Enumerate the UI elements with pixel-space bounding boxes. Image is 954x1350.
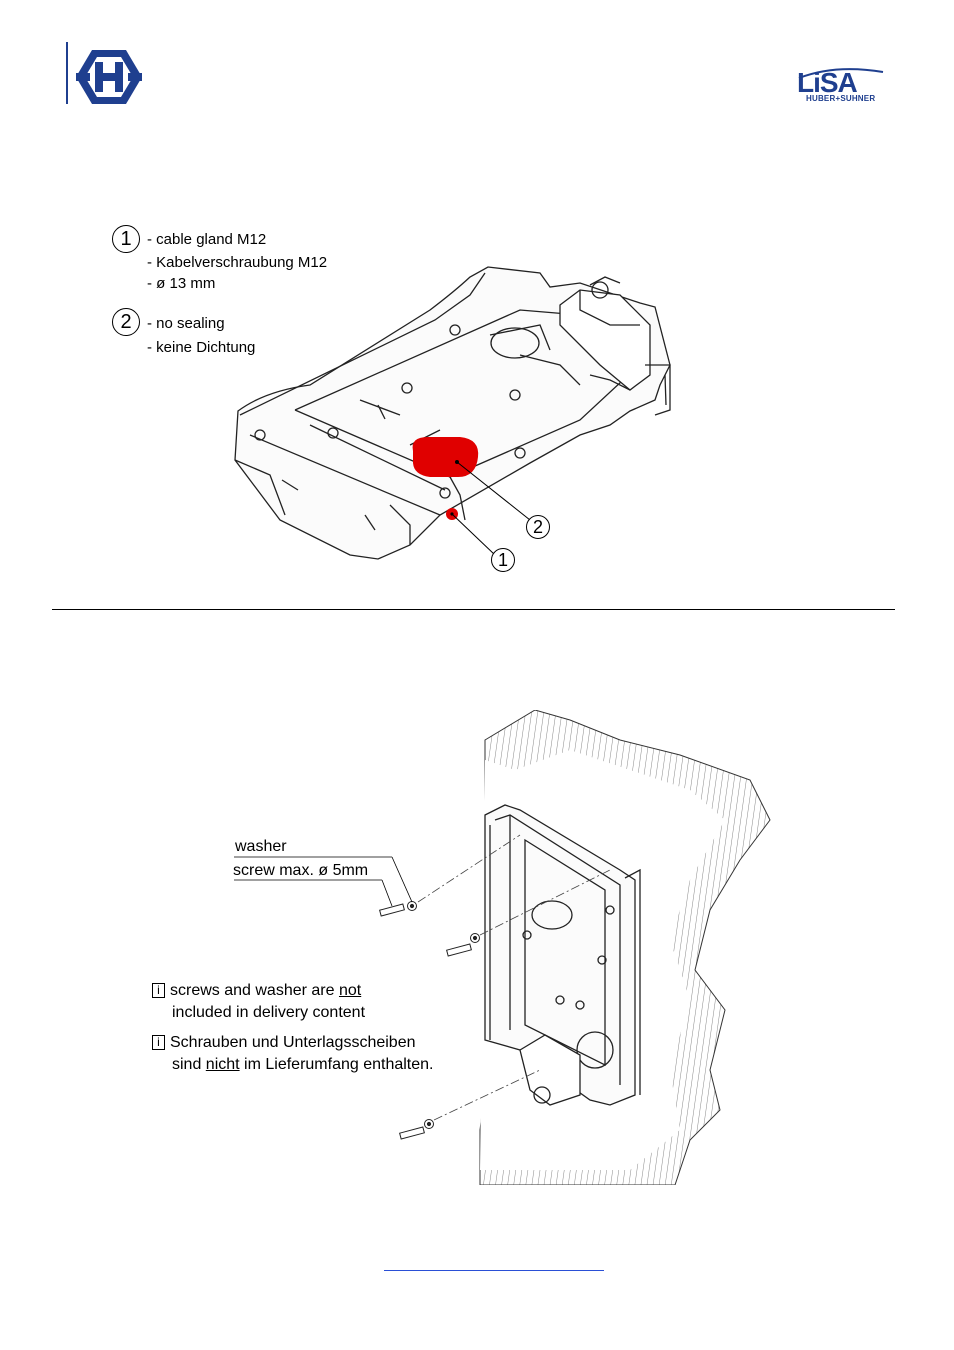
footer-link[interactable] [384, 1258, 604, 1271]
callout-1-number: 1 [112, 225, 140, 253]
note-1-line-2: included in delivery content [172, 1004, 366, 1021]
figure-base-plate: 1 - cable gland M12 - Kabelverschraubung… [110, 215, 672, 577]
screw-label: screw max. ø 5mm [233, 862, 369, 879]
lisa-tagline: HUBER+SUHNER [806, 94, 876, 103]
info-icon: i [152, 1035, 165, 1050]
info-icon: i [152, 983, 165, 998]
callout-2-number: 2 [112, 308, 140, 336]
huber-suhner-logo-icon [76, 50, 142, 104]
callout-1-line-1: - cable gland M12 [147, 231, 267, 248]
lisa-logo-icon: LiSA [797, 67, 884, 98]
base-plate-drawing [234, 266, 671, 560]
marker-2: 2 [526, 515, 550, 539]
callout-2-line-1: - no sealing [147, 315, 225, 332]
washer-label: washer [235, 838, 287, 855]
no-sealing-area [412, 437, 479, 477]
marker-1: 1 [491, 548, 515, 572]
svg-text:LiSA: LiSA [797, 67, 858, 98]
wall-mounting-drawing [234, 709, 771, 1186]
header-divider [66, 42, 68, 104]
callout-1-line-3: - ø 13 mm [147, 275, 216, 292]
section-divider [52, 609, 895, 610]
note-2-line-2: sind nicht im Lieferumfang enthalten. [172, 1056, 434, 1073]
callout-2-line-2: - keine Dichtung [147, 339, 256, 356]
callout-1-line-2: - Kabelverschraubung M12 [147, 254, 328, 271]
